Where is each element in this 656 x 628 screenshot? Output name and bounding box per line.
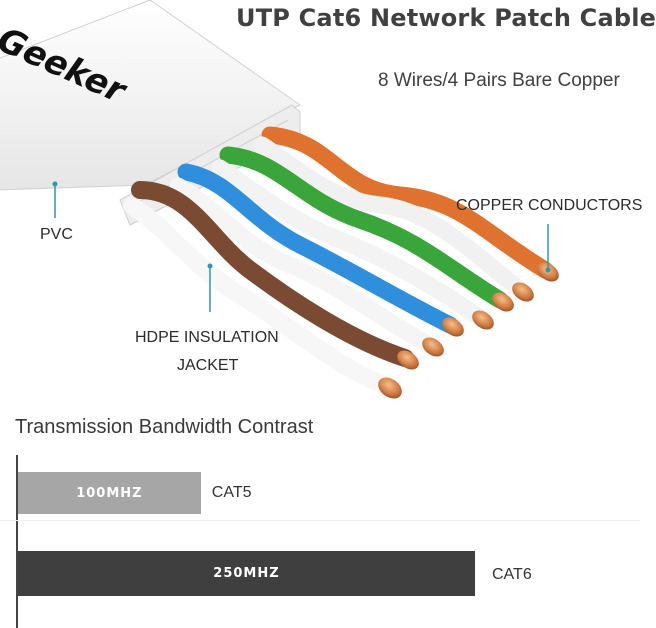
callout-leaders [52,181,551,312]
pvc-label: PVC [40,226,73,243]
cable-illustration: Geeker [0,0,559,399]
bar-cat6: 250MHZ [18,551,475,596]
wire-brown [131,181,414,367]
bandwidth-divider [0,520,640,521]
page-title: UTP Cat6 Network Patch Cable [236,4,656,32]
wire-blue-white [169,177,439,354]
bar-cat5-label: 100MHZ [76,485,143,501]
hdpe-label-line1: HDPE INSULATION [135,329,279,346]
wire-orange-white [253,136,529,299]
bar-cat6-label: 250MHZ [213,566,280,581]
wire-bundle [123,126,554,394]
bar-cat5-name: CAT5 [211,484,252,501]
hdpe-label-line2: JACKET [177,357,239,374]
copper-conductor-ends [378,262,559,399]
wire-blue [177,163,459,334]
bandwidth-title: Transmission Bandwidth Contrast [15,416,314,438]
wire-green [219,146,509,309]
wire-orange [261,126,554,279]
bar-cat5: 100MHZ [18,472,201,514]
wire-green-white [211,159,489,327]
wire-brown-white [123,197,394,394]
pvc-leader-dot [52,181,58,187]
copper-conductors-label: COPPER CONDUCTORS [456,197,643,214]
hdpe-leader-dot [207,263,213,269]
bandwidth-axis [16,455,18,628]
copper-leader-dot [545,267,551,273]
bar-cat6-name: CAT6 [492,566,532,583]
page-subtitle: 8 Wires/4 Pairs Bare Copper [378,70,620,91]
